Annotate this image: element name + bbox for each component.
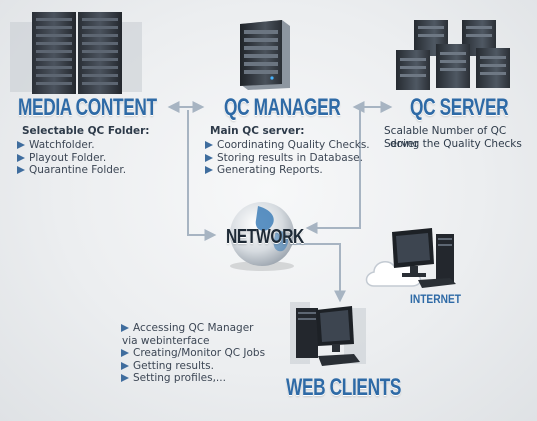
list-item: Coordinating Quality Checks.	[204, 139, 370, 152]
network-title: NETWORK	[226, 226, 304, 248]
list-item: Generating Reports.	[204, 164, 370, 177]
arrow-manager-network	[187, 110, 217, 241]
internet-label: INTERNET	[410, 292, 461, 306]
web-clients-list: Accessing QC Manager via webinterface Cr…	[120, 322, 265, 385]
list-item-continuation: via webinterface	[122, 334, 210, 347]
arrow-server-network	[305, 110, 361, 234]
qc-manager-list: Coordinating Quality Checks. Storing res…	[204, 139, 370, 177]
list-item: Setting profiles,...	[120, 372, 265, 385]
server-rack-icon	[10, 12, 142, 94]
desktop-computer-icon	[290, 302, 366, 366]
list-item: Accessing QC Manager via webinterface	[120, 322, 265, 347]
list-item: Watchfolder.	[16, 139, 126, 152]
list-item: Creating/Monitor QC Jobs	[120, 347, 265, 360]
arrow-network-webclients	[292, 243, 346, 303]
network-globe-icon	[230, 202, 294, 271]
list-item: Storing results in Database.	[204, 152, 370, 165]
qc-manager-title: QC MANAGER	[224, 94, 341, 121]
list-item: Playout Folder.	[16, 152, 126, 165]
qc-server-description-line-1: Scalable Number of QC Server	[384, 125, 507, 150]
desktop-computer-icon	[392, 228, 456, 288]
server-tower-icon	[240, 20, 290, 90]
list-item: Getting results.	[120, 360, 265, 373]
qc-manager-subtitle: Main QC server:	[210, 125, 305, 137]
media-content-list: Watchfolder. Playout Folder. Quarantine …	[16, 139, 126, 177]
list-item: Quarantine Folder.	[16, 164, 126, 177]
qc-server-description-line-2: doing the Quality Checks	[390, 138, 522, 150]
media-content-subtitle: Selectable QC Folder:	[22, 125, 150, 137]
server-stack-icon	[396, 20, 510, 90]
qc-server-title: QC SERVER	[410, 94, 509, 121]
list-item-text: Accessing QC Manager	[133, 322, 254, 334]
web-clients-title: WEB CLIENTS	[286, 374, 402, 401]
media-content-title: MEDIA CONTENT	[18, 94, 157, 121]
